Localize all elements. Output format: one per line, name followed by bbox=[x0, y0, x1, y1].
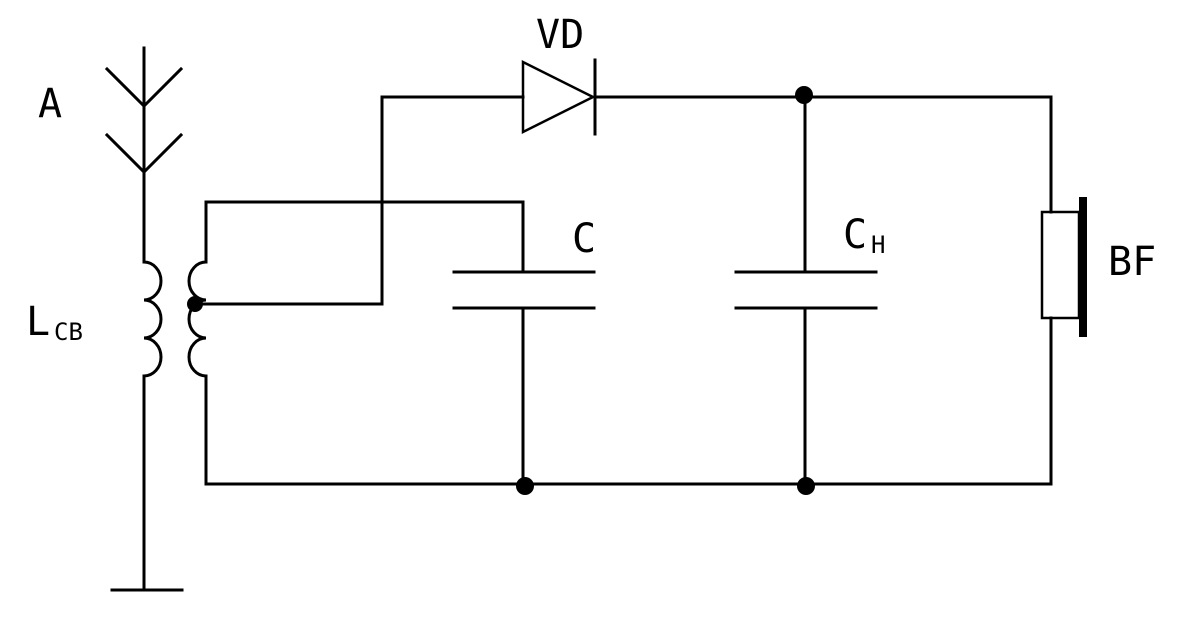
antenna-symbol bbox=[104, 46, 184, 264]
node-ch-bottom bbox=[797, 477, 815, 495]
headphone bbox=[1040, 95, 1087, 337]
filter-capacitor-label: C bbox=[843, 212, 867, 258]
coil-label-subscript: CB bbox=[54, 318, 83, 346]
coil-label: L bbox=[26, 299, 50, 345]
diode-label: VD bbox=[536, 12, 584, 58]
wire-tap-to-diode bbox=[193, 95, 525, 306]
node-ch-top bbox=[795, 86, 813, 104]
filter-capacitor-label-subscript: H bbox=[871, 231, 885, 259]
tuning-capacitor-label: C bbox=[572, 216, 596, 262]
filter-capacitor bbox=[734, 95, 878, 486]
node-c-bottom bbox=[516, 477, 534, 495]
antenna-label: A bbox=[38, 81, 62, 127]
wire-coil-top-to-c bbox=[204, 200, 525, 274]
wire-bottom-rail bbox=[204, 316, 1053, 486]
primary-coil bbox=[142, 260, 163, 378]
diode bbox=[521, 58, 597, 136]
tap-node bbox=[187, 296, 203, 312]
secondary-coil bbox=[187, 260, 208, 378]
tuning-capacitor bbox=[452, 270, 596, 486]
headphone-label: BF bbox=[1108, 239, 1156, 285]
